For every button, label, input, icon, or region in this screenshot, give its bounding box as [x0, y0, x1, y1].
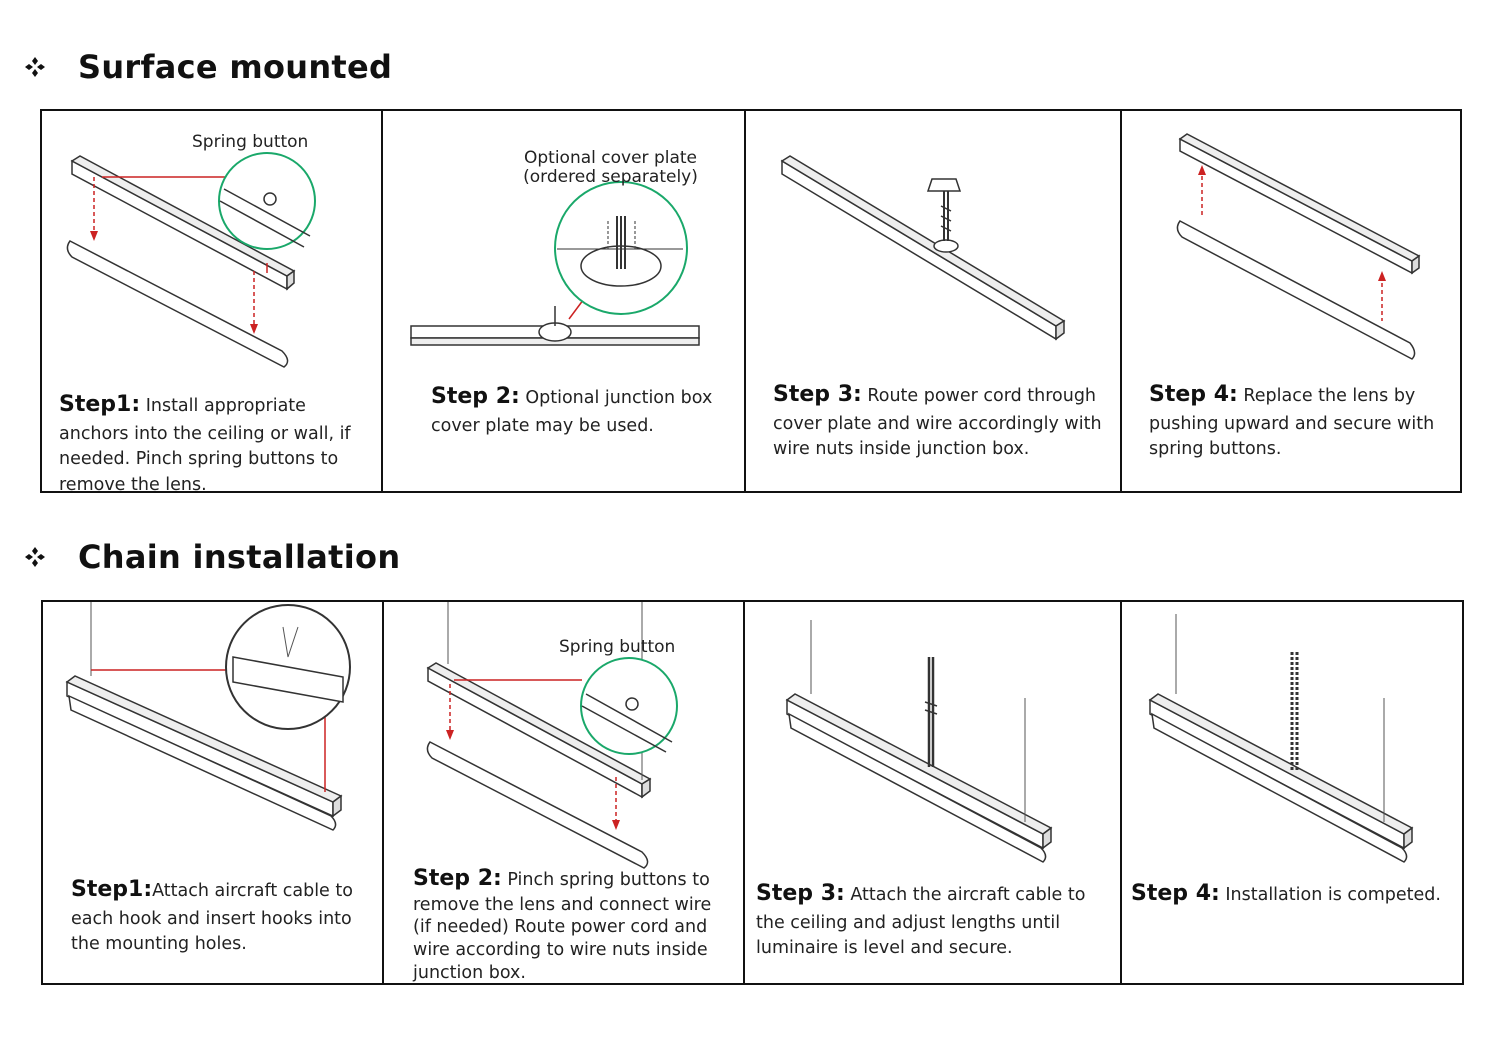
step-text: Installation is competed.	[1219, 885, 1441, 905]
step-label: Step 3:	[756, 881, 845, 906]
surface-step-4-illustration	[1176, 133, 1421, 360]
step-text: Attach the aircraft cable to the ceiling…	[756, 885, 1086, 959]
spring-button-label: Spring button	[192, 132, 309, 152]
chain-step-1-illustration	[65, 602, 351, 831]
chain-step-3: Step 3: Attach the aircraft cable to the…	[745, 602, 1122, 983]
surface-step-4: Step 4: Replace the lens by pushing upwa…	[1122, 111, 1460, 491]
chain-step-2: Spring button Step 2: Pinch spring butto…	[384, 602, 745, 983]
chain-step-4-caption: Step 4: Installation is competed.	[1131, 878, 1451, 911]
surface-step-2-illustration	[410, 181, 700, 346]
step-text: Optional junction box cover plate may be…	[431, 388, 713, 436]
chain-step-1: Step1:Attach aircraft cable to each hook…	[43, 602, 384, 983]
chain-step-3-illustration	[785, 620, 1053, 863]
step-label: Step 4:	[1131, 881, 1220, 906]
section-title: Surface mounted	[78, 48, 393, 86]
section-heading-surface: Surface mounted	[22, 48, 392, 86]
surface-step-2: Optional cover plate (ordered separately…	[383, 111, 746, 491]
chain-step-4: Step 4: Installation is competed.	[1122, 602, 1462, 983]
surface-step-3: Step 3: Route power cord through cover p…	[746, 111, 1122, 491]
step-text: Install appropriate anchors into the cei…	[59, 396, 351, 491]
section-heading-chain: Chain installation	[22, 538, 400, 576]
step-text: Pinch spring buttons to remove the lens …	[413, 870, 712, 983]
chain-step-1-caption: Step1:Attach aircraft cable to each hook…	[71, 874, 371, 958]
step-label: Step1:	[71, 877, 153, 902]
spring-button-label: Spring button	[559, 637, 676, 657]
surface-step-3-illustration	[780, 155, 1066, 341]
chain-step-2-illustration	[426, 602, 678, 869]
step-label: Step 2:	[413, 866, 502, 891]
section-title: Chain installation	[78, 538, 401, 576]
surface-steps-table: Spring button Step1: Install appropriate…	[40, 109, 1462, 493]
surface-step-4-caption: Step 4: Replace the lens by pushing upwa…	[1149, 379, 1449, 463]
surface-step-3-caption: Step 3: Route power cord through cover p…	[773, 379, 1113, 463]
surface-step-2-caption: Step 2: Optional junction box cover plat…	[431, 381, 731, 439]
surface-step-1: Spring button Step1: Install appropriate…	[42, 111, 383, 491]
step-text: Replace the lens by pushing upward and s…	[1149, 386, 1435, 460]
four-diamond-bullet-icon	[25, 547, 45, 567]
chain-steps-table: Step1:Attach aircraft cable to each hook…	[41, 600, 1464, 985]
step-label: Step 2:	[431, 384, 520, 409]
cover-plate-label: Optional cover plate (ordered separately…	[523, 148, 698, 187]
chain-step-4-illustration	[1148, 614, 1414, 863]
step-label: Step 4:	[1149, 382, 1238, 407]
step-label: Step 3:	[773, 382, 862, 407]
chain-step-3-caption: Step 3: Attach the aircraft cable to the…	[756, 878, 1111, 962]
chain-step-2-caption: Step 2: Pinch spring buttons to remove t…	[413, 865, 723, 983]
four-diamond-bullet-icon	[25, 57, 45, 77]
surface-step-1-illustration	[66, 152, 316, 368]
surface-step-1-caption: Step1: Install appropriate anchors into …	[59, 389, 369, 491]
step-text: Attach aircraft cable to each hook and i…	[71, 881, 353, 955]
step-text: Route power cord through cover plate and…	[773, 386, 1102, 460]
step-label: Step1:	[59, 392, 141, 417]
